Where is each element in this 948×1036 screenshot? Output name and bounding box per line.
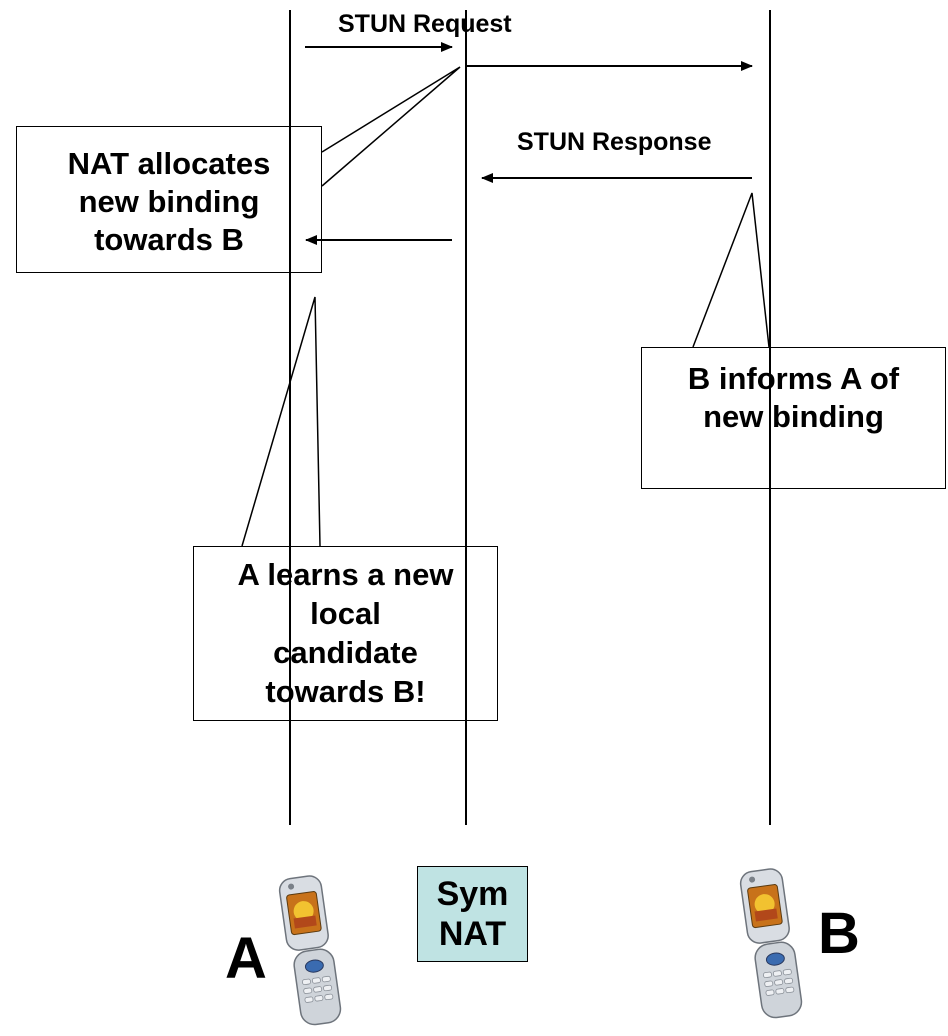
note-line: new binding	[703, 399, 884, 434]
callout-pointer-a	[241, 296, 321, 547]
stun-request-label: STUN Request	[338, 10, 512, 38]
lifeline-a	[289, 10, 291, 825]
lifeline-nat	[465, 10, 467, 825]
nat-box-line: Sym	[436, 875, 509, 913]
nat-box-line: NAT	[438, 915, 507, 953]
note-line: local	[310, 596, 381, 631]
note-line: NAT allocates	[67, 146, 271, 181]
flip-phone-icon	[739, 868, 803, 1019]
note-line: candidate	[273, 635, 418, 670]
note-line: new binding	[78, 184, 260, 219]
endpoint-b-label: B	[818, 901, 860, 966]
note-line: towards B	[94, 222, 244, 257]
note-line: towards B!	[265, 674, 426, 709]
sym-nat-box: Sym NAT	[417, 866, 528, 962]
note-b-informs: B informs A of new binding	[641, 347, 946, 489]
callout-pointer-nat	[321, 66, 461, 187]
lifeline-b	[769, 10, 771, 825]
note-a-learns: A learns a new local candidate towards B…	[193, 546, 498, 721]
note-line: A learns a new	[237, 557, 454, 592]
stun-response-label: STUN Response	[517, 128, 712, 156]
endpoint-a-label: A	[225, 926, 267, 991]
callout-pointer-b	[692, 192, 770, 348]
note-line: B informs A of	[687, 361, 900, 396]
flip-phone-icon	[278, 875, 342, 1026]
note-nat-allocates: NAT allocates new binding towards B	[16, 126, 322, 273]
